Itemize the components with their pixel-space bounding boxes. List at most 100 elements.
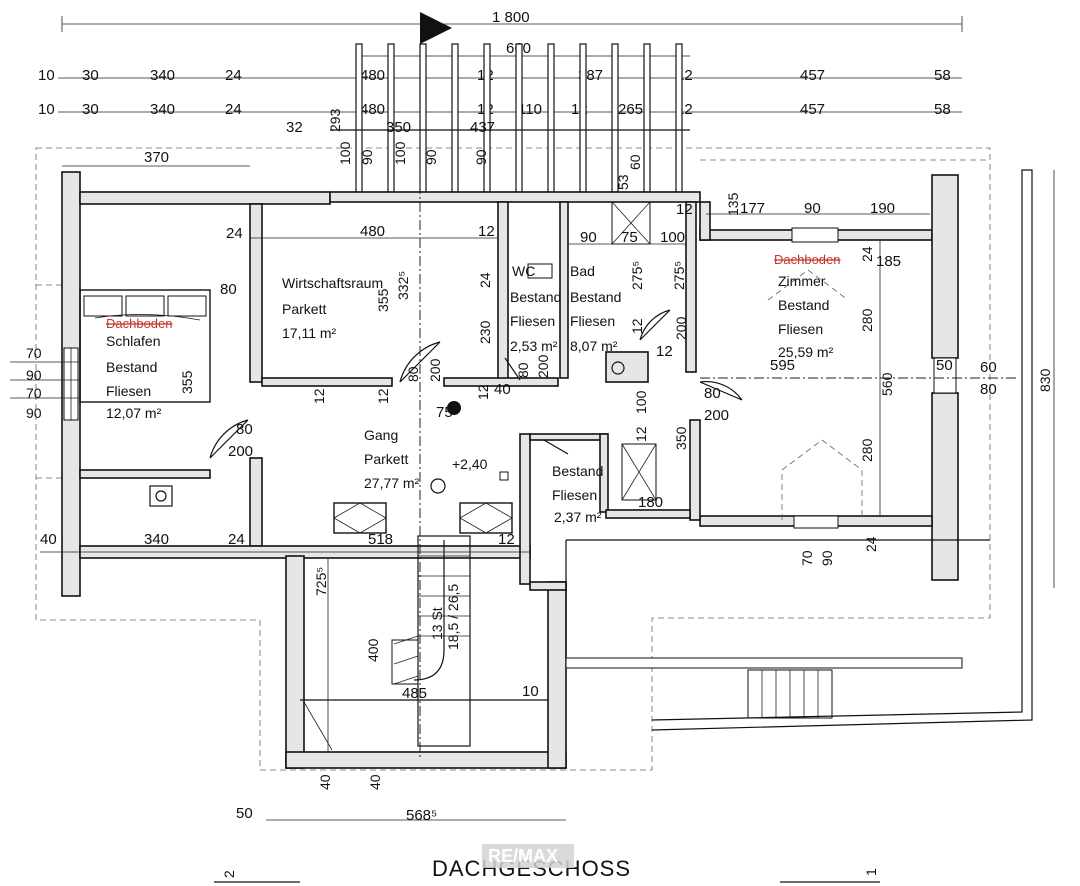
dim-70c: 70: [799, 550, 815, 566]
dim-280b: 280: [859, 438, 875, 462]
dim-12g: 12: [475, 384, 491, 400]
dim-518: 518: [368, 531, 393, 548]
room-schlafen-strike: Dachboden: [106, 316, 173, 331]
dim-10: 10: [522, 683, 539, 700]
dim-pergola-32: 32: [286, 119, 303, 136]
title-block: DACHGESCHOSS RE/MAX 2 1: [214, 844, 880, 883]
room-schlafen-name: Schlafen: [106, 333, 160, 349]
dim-200a: 200: [673, 316, 689, 340]
room-wirtschaftsraum-name: Wirtschaftsraum: [282, 275, 383, 291]
staircase: 13 St 18,5 / 26,5: [300, 535, 548, 751]
stair-ratio: 18,5 / 26,5: [445, 584, 461, 650]
dim-725: 725⁵: [313, 567, 329, 596]
dim-190: 190: [870, 200, 895, 217]
dim-50b: 50: [236, 805, 253, 822]
dim-90b: 90: [804, 200, 821, 217]
room-small-bath: Bestand Fliesen 2,37 m²: [552, 463, 603, 525]
dim-560: 560: [879, 372, 895, 396]
dim-overall-width: 1 800: [492, 9, 530, 26]
dim-350: 350: [673, 426, 689, 450]
dim-230: 230: [477, 320, 493, 344]
dim-12h: 12: [633, 426, 649, 442]
section-mark-2: 2: [221, 870, 237, 878]
skylights: [333, 269, 863, 534]
dim-12i: 12: [498, 531, 515, 548]
watermark: RE/MAX: [488, 846, 558, 866]
dim-pergola-60: 60: [627, 154, 643, 170]
dim-332: 332⁵: [395, 271, 411, 300]
dim-r1-2: 340: [150, 67, 175, 84]
dimension-row-0: 660: [360, 40, 690, 57]
room-gang-floor: Parkett: [364, 451, 408, 467]
dim-80b: 80: [980, 381, 997, 398]
dim-24e: 24: [863, 536, 879, 552]
dim-24a: 24: [226, 225, 243, 242]
dim-pergola-90c: 90: [473, 149, 489, 165]
dim-355a: 355: [375, 288, 391, 312]
dim-overall-depth: 830: [1037, 368, 1053, 392]
dim-12b: 12: [676, 201, 693, 218]
dim-r2-3: 24: [225, 101, 242, 118]
dim-355b: 355: [179, 370, 195, 394]
dim-pergola-53: 53: [615, 174, 631, 190]
windows: [63, 227, 957, 529]
room-zimmer-floor: Fliesen: [778, 321, 823, 337]
room-zimmer-area: 25,59 m²: [778, 344, 834, 360]
dim-r2-1: 30: [82, 101, 99, 118]
dim-480: 480: [360, 223, 385, 240]
section-mark-1: 1: [863, 868, 879, 876]
dim-275a: 275⁵: [629, 261, 645, 290]
dim-400: 400: [365, 638, 381, 662]
dim-75: 75: [621, 229, 638, 246]
north-arrow-icon: [420, 12, 452, 44]
overall-depth-dimension: 830: [1037, 170, 1055, 588]
dim-40a: 40: [494, 381, 511, 398]
dim-75b: 75: [436, 404, 453, 421]
stair-count: 13 St: [429, 607, 445, 640]
dim-pergola-100b: 100: [392, 141, 408, 165]
dim-180: 180: [638, 494, 663, 511]
level-marker-icon: [430, 478, 446, 494]
room-gang: Gang Parkett 27,77 m² +2,40: [364, 401, 509, 494]
dim-24b: 24: [859, 246, 875, 262]
dimension-row-1: 10 30 340 24 480 12 387 12 457 58: [38, 67, 962, 84]
light-fixture-icon: [447, 401, 461, 415]
room-schlafen-floor: Fliesen: [106, 383, 151, 399]
room-wirtschaftsraum-area: 17,11 m²: [282, 325, 337, 341]
dim-r2-10: 457: [800, 101, 825, 118]
room-small-bath-status: Bestand: [552, 463, 603, 479]
dim-pergola-90b: 90: [423, 149, 439, 165]
dim-340: 340: [144, 531, 169, 548]
room-zimmer: Dachboden Zimmer Bestand Fliesen 25,59 m…: [774, 252, 841, 360]
pergola: 32 293 350 437 100 90 100 90 90 60 53: [286, 43, 690, 193]
room-gang-area: 27,77 m²: [364, 475, 420, 491]
room-wc: WC Bestand Fliesen 2,53 m²: [510, 263, 561, 354]
doors: [209, 309, 743, 459]
dim-r2-8: 265: [618, 101, 643, 118]
dim-pergola-90a: 90: [359, 149, 375, 165]
dim-80e: 80: [515, 362, 531, 378]
dim-40b: 40: [40, 531, 57, 548]
room-wc-name: WC: [512, 263, 535, 279]
dim-185: 185: [876, 253, 901, 270]
dim-r2-6: 110: [518, 101, 542, 118]
terrace: [565, 169, 1033, 731]
dim-r1-4: 480: [360, 67, 385, 84]
dim-r1-0: 10: [38, 67, 55, 84]
room-zimmer-name: Zimmer: [778, 273, 826, 289]
dim-60: 60: [980, 359, 997, 376]
room-wc-floor: Fliesen: [510, 313, 555, 329]
dim-80f: 80: [704, 385, 721, 402]
dim-595: 595: [770, 357, 795, 374]
dim-12f: 12: [375, 388, 391, 404]
room-small-bath-floor: Fliesen: [552, 487, 597, 503]
dim-40d: 40: [367, 774, 383, 790]
dim-200c: 200: [427, 358, 443, 382]
room-zimmer-strike: Dachboden: [774, 252, 841, 267]
room-wirtschaftsraum: Wirtschaftsraum Parkett 17,11 m²: [282, 275, 383, 341]
dim-pergola-437: 437: [470, 119, 495, 136]
dim-100a: 100: [660, 229, 685, 246]
level-mark: +2,40: [452, 456, 488, 472]
dim-pergola-100a: 100: [337, 141, 353, 165]
